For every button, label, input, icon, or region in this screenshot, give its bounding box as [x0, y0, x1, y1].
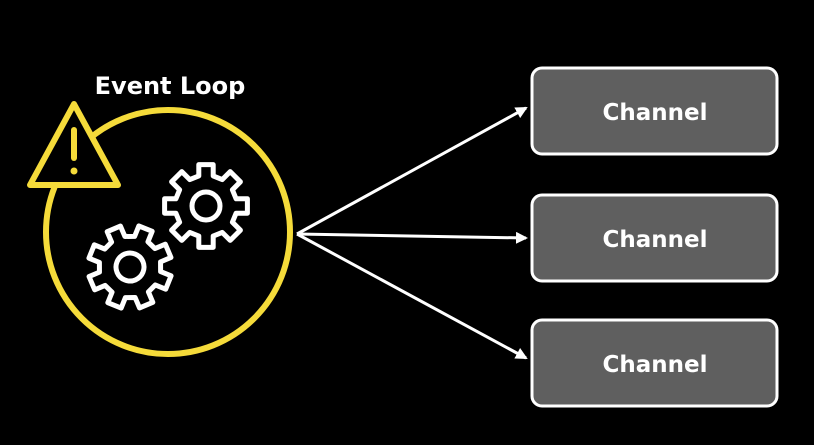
- channel-label: Channel: [602, 352, 707, 378]
- arrow-icon: [296, 231, 528, 244]
- gear-upper-icon: [162, 162, 250, 250]
- gears-icon: [86, 162, 250, 311]
- event-loop-circle: [43, 107, 293, 357]
- channel-box: Channel: [530, 66, 779, 156]
- arrow-icon: [296, 106, 528, 236]
- event-loop-title: Event Loop: [95, 72, 246, 100]
- arrows: [296, 106, 528, 360]
- channel-label: Channel: [602, 100, 707, 126]
- channel-label: Channel: [602, 227, 707, 253]
- arrow-icon: [296, 232, 528, 360]
- channel-box: Channel: [530, 193, 779, 283]
- warning-icon: [27, 101, 121, 188]
- channel-box: Channel: [530, 318, 779, 408]
- gear-lower-icon: [86, 223, 174, 311]
